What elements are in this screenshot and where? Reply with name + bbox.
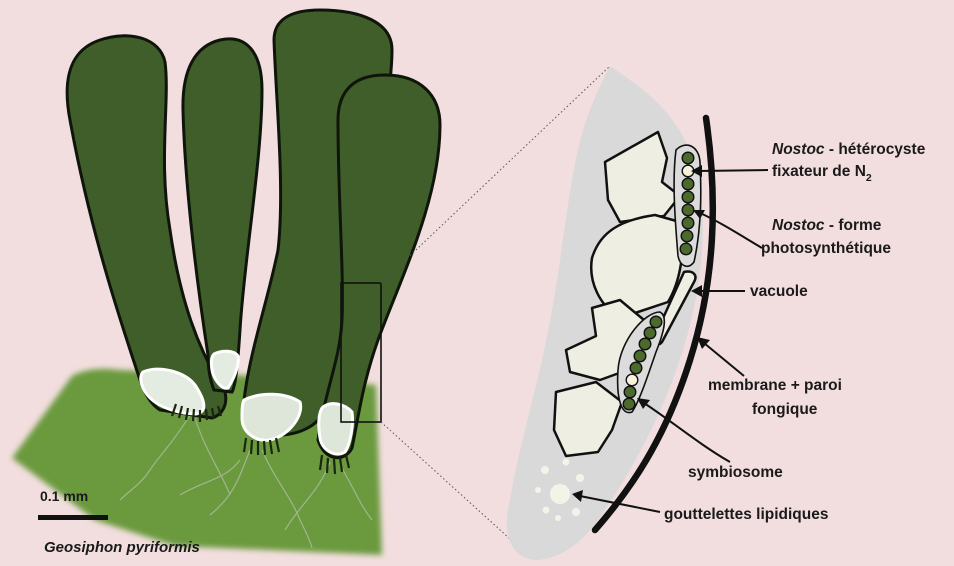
label-photosynthetic-line1: Nostoc - forme <box>772 217 882 234</box>
label-heterocyst-line2: fixateur de N2 <box>772 163 872 184</box>
scale-bar <box>38 515 108 520</box>
scale-bar-label: 0.1 mm <box>40 488 88 504</box>
label-heterocyst-line1: Nostoc - hétérocyste <box>772 141 926 158</box>
zoom-line-bottom <box>381 422 520 548</box>
label-vacuole: vacuole <box>750 283 808 300</box>
tube-base-4 <box>319 404 353 454</box>
label-symbiosome: symbiosome <box>688 464 783 481</box>
species-name: Geosiphon pyriformis <box>44 539 200 556</box>
label-photosynthetic-line2: photosynthétique <box>761 240 891 257</box>
label-membrane-line2: fongique <box>752 401 818 418</box>
label-membrane-line1: membrane + paroi <box>708 377 842 394</box>
label-lipids: gouttelettes lipidiques <box>664 506 828 523</box>
